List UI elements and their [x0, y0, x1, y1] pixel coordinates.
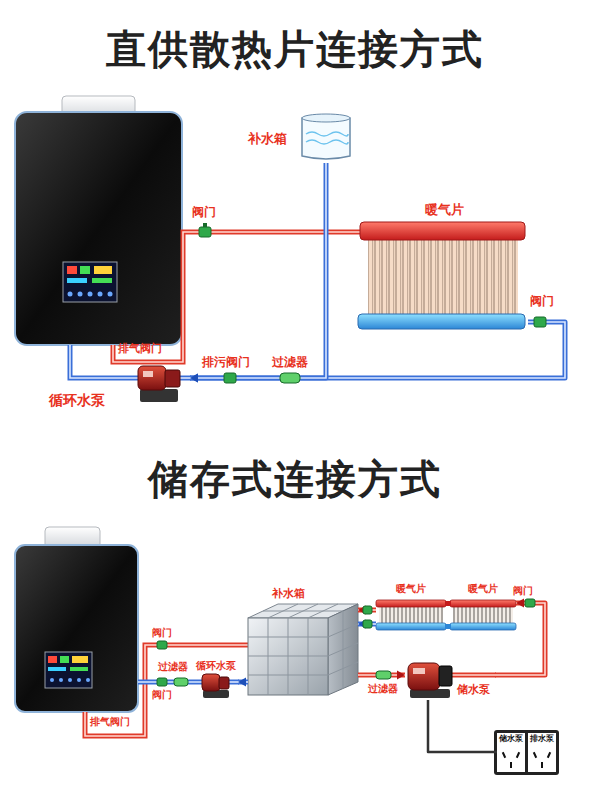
valve — [525, 599, 535, 607]
circulation-pump — [138, 366, 180, 402]
radiator — [376, 600, 516, 630]
arrow-head — [516, 599, 524, 608]
component-label: 补水箱 — [272, 588, 305, 601]
water-tank: 补水箱 — [244, 112, 352, 163]
storage-tank — [248, 604, 358, 695]
arrow-head — [238, 678, 246, 687]
component-label: 暖气片 — [396, 583, 426, 595]
diagram-title: 直供散热片连接方式 — [0, 26, 589, 72]
valve-label: 阀门 — [152, 689, 172, 701]
pipe-connector — [358, 606, 376, 615]
valve — [157, 641, 167, 649]
component-label: 暖气片 — [425, 203, 464, 218]
radiator — [358, 222, 525, 329]
valve — [224, 373, 236, 383]
power-cord — [428, 700, 497, 752]
pipe-connector — [190, 163, 326, 383]
radiator: 暖气片 — [355, 203, 528, 335]
section-title: 储存式连接方式 — [0, 456, 589, 502]
filter-label: 过滤器 — [368, 683, 398, 695]
circulation-pump: 循环水泵 — [45, 366, 190, 412]
valve — [363, 606, 372, 614]
component-label: 补水箱 — [248, 132, 287, 147]
pipe-inner — [495, 603, 545, 675]
component-label: 暖气片 — [468, 583, 498, 595]
drain-valve-label: 排污阀门 — [202, 356, 250, 370]
pipe-line — [190, 322, 565, 378]
component-label: 循环水泵 — [196, 660, 236, 672]
valve — [534, 317, 546, 327]
pipe-line — [495, 603, 545, 675]
pipe-inner — [190, 163, 326, 378]
pipe-connector — [358, 620, 376, 629]
circulation-pump: 循环水泵 — [194, 659, 238, 699]
storage-tank: 补水箱 — [248, 588, 358, 698]
vent-valve-label: 排气阀门 — [118, 343, 162, 356]
filter-label: 过滤器 — [158, 661, 188, 673]
pipe-line — [190, 163, 326, 378]
pipe-connector — [358, 671, 405, 680]
vent-valve-label: 排气阀门 — [90, 716, 130, 728]
pipe-connector — [238, 678, 248, 687]
component-label: 排水泵 — [530, 734, 554, 743]
valve — [199, 223, 211, 237]
arrow-head — [190, 374, 198, 383]
pipe-connector — [495, 599, 545, 676]
radiator: 暖气片 — [450, 583, 516, 632]
storage-pump — [408, 663, 452, 698]
arrow-head — [190, 374, 198, 383]
pipe-line — [428, 700, 497, 752]
valve-label: 阀门 — [152, 627, 172, 639]
component-label: 循环水泵 — [49, 392, 105, 408]
filter — [280, 373, 300, 383]
filter — [376, 671, 391, 679]
boiler-unit — [15, 96, 182, 345]
arrow-head — [397, 671, 405, 680]
component-label: 储水泵 — [499, 734, 523, 743]
component-label: 储水泵 — [457, 684, 490, 697]
pipe-connector — [190, 322, 565, 383]
pipe-inner — [190, 322, 565, 378]
water-tank — [302, 114, 350, 159]
filter — [174, 678, 188, 686]
filter-label: 过滤器 — [272, 356, 308, 370]
valve-label: 阀门 — [513, 585, 533, 597]
boiler-unit — [15, 527, 138, 712]
socket-panel — [494, 730, 559, 775]
valve — [157, 678, 167, 686]
power-socket: 排水泵 — [528, 733, 556, 772]
valve-label: 阀门 — [192, 206, 216, 220]
valve — [363, 620, 372, 628]
storage-pump: 储水泵 — [405, 662, 495, 700]
radiator: 暖气片 — [376, 583, 446, 632]
circulation-pump — [202, 674, 229, 698]
power-socket: 储水泵 — [497, 733, 525, 772]
valve-label: 阀门 — [530, 295, 554, 309]
